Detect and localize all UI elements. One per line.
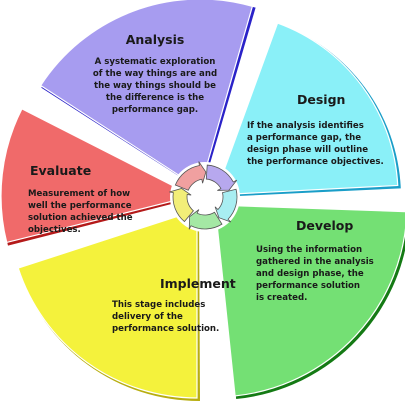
- analysis-segment: [39, 0, 254, 190]
- analysis-title: Analysis: [126, 32, 185, 47]
- cycle-arrow-icon: [214, 188, 238, 223]
- analysis-description-line: the difference is the: [106, 93, 204, 103]
- evaluate-title: Evaluate: [30, 163, 91, 178]
- cycle-arrow-icon: [205, 164, 238, 191]
- evaluate-segment: [0, 108, 195, 244]
- implement-description-line: delivery of the: [112, 312, 183, 322]
- develop-description-line: and design phase, the: [256, 269, 364, 279]
- design-description-line: design phase will outline: [247, 145, 368, 155]
- labels-layer: Analysis A systematic exploration of the w…: [28, 32, 384, 334]
- evaluate-description-line: solution achieved the: [28, 213, 133, 223]
- develop-description-line: Using the information: [256, 245, 362, 255]
- analysis-description-line: of the way things are and: [93, 69, 217, 79]
- design-description-line: the performance objectives.: [247, 157, 384, 167]
- cycle-arrow-icon: [188, 209, 223, 230]
- develop-description-line: gathered in the analysis: [256, 257, 374, 267]
- develop-description-line: is created.: [256, 293, 307, 303]
- evaluate-description-line: Measurement of how: [28, 189, 130, 199]
- develop-description-line: performance solution: [256, 281, 360, 291]
- implement-description: This stage includes delivery of the perfor…: [112, 300, 219, 334]
- implement-title: Implement: [160, 276, 236, 291]
- evaluate-description: Measurement of how well the performance so…: [28, 189, 133, 235]
- develop-title: Develop: [296, 218, 353, 233]
- cycle-arrow-icon: [169, 188, 194, 223]
- analysis-description-line: A systematic exploration: [95, 57, 216, 67]
- design-description: If the analysis identifies a performance …: [247, 121, 384, 167]
- design-description-line: If the analysis identifies: [247, 121, 364, 131]
- implement-segment: [17, 209, 198, 399]
- evaluate-description-line: well the performance: [28, 201, 132, 211]
- design-segment: [214, 22, 399, 196]
- develop-description: Using the information gathered in the ana…: [256, 245, 374, 303]
- analysis-description-line: the way things should be: [94, 81, 216, 91]
- analysis-description: A systematic exploration of the way thing…: [93, 57, 217, 115]
- center-cycle-arrows: [169, 161, 240, 232]
- analysis-description-line: performance gap.: [112, 105, 198, 115]
- develop-segment: [214, 204, 405, 397]
- design-title: Design: [297, 92, 345, 107]
- implement-description-line: performance solution.: [112, 324, 219, 334]
- design-description-line: a performance gap, the: [247, 133, 361, 143]
- cycle-arrow-icon: [174, 161, 207, 191]
- implement-description-line: This stage includes: [112, 300, 205, 310]
- evaluate-description-line: objectives.: [28, 225, 81, 235]
